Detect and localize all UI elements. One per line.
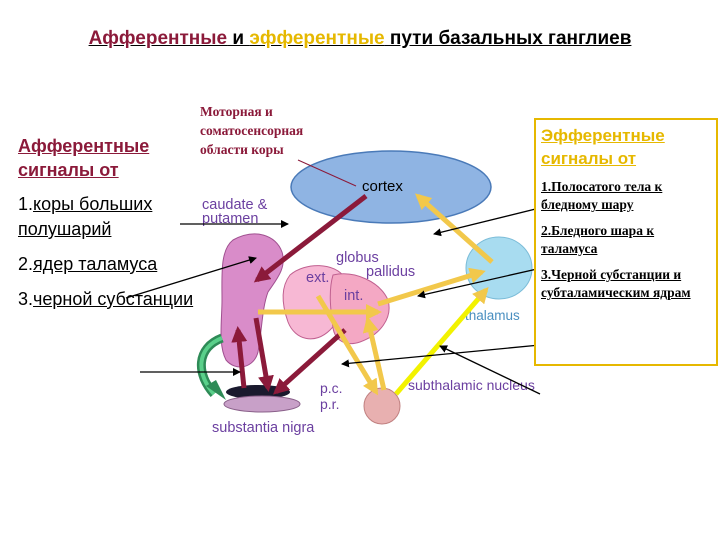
pointer-eff-3b [439, 345, 541, 395]
pr-label: p.r. [320, 396, 339, 412]
pointer-thalamus-text [125, 256, 257, 299]
afferent-item-1: 1.коры больших полушарий [18, 194, 153, 239]
efferent-panel: Эфферентные сигналы от 1.Полосатого тела… [534, 118, 718, 366]
motor-pointer-line [297, 159, 357, 187]
title-afferent: Афферентные [88, 28, 228, 49]
subthalamic-label: subthalamic nucleus [408, 377, 535, 393]
cortex-shape [290, 150, 492, 224]
arrow-gp-to-stn [315, 294, 379, 396]
thalamus-label: thalamus [465, 308, 520, 323]
arrow-stn-to-gp [362, 316, 387, 391]
ext-label: ext. [306, 270, 329, 286]
putamen-label: putamen [202, 211, 258, 227]
afferent-item-3: 3.черной субстанции [18, 289, 194, 309]
afferent-panel: Афферентные сигналы от 1.коры больших по… [18, 134, 218, 312]
efferent-item-3: 3.Черной субстанции и субталамическим яд… [541, 267, 691, 300]
efferent-item-1: 1.Полосатого тела к бледному шару [541, 179, 663, 212]
afferent-item-2: 2.ядер таламуса [18, 254, 158, 274]
efferent-item-2: 2.Бледного шара к таламуса [541, 223, 655, 256]
efferent-heading: Эфферентные сигналы от [541, 126, 665, 168]
arrow-stn-to-thalamus [394, 286, 489, 396]
title-efferent: эфферентные [249, 28, 385, 49]
arrow-striatum-to-sn [253, 317, 274, 392]
arrow-gp-to-thalamus [377, 267, 486, 307]
substantia-nigra-label: substantia nigra [212, 420, 315, 436]
pc-label: p.c. [320, 380, 343, 396]
globus-label: globus [336, 250, 379, 266]
arrow-cortex-to-striatum [253, 194, 368, 283]
arrow-gp-to-sn [273, 328, 347, 395]
cortex-label: cortex [362, 178, 403, 195]
pallidus-label: pallidus [366, 264, 415, 280]
afferent-heading: Афферентные сигналы от [18, 136, 150, 180]
arrow-sn-to-striatum [231, 326, 248, 389]
motor-cortex-label: Моторная и соматосенсорная области коры [200, 104, 304, 157]
green-arrow-head [206, 380, 226, 400]
pointer-eff-3a [341, 344, 541, 368]
title-and: и [227, 28, 250, 49]
caudate-label: caudate & [202, 197, 268, 213]
title-rest: пути базальных ганглиев [384, 28, 632, 49]
page-title: Афферентные и эфферентные пути базальных… [60, 26, 660, 52]
subthalamic-nucleus-shape [363, 387, 401, 425]
caudate-putamen-shape [220, 233, 284, 368]
substantia-nigra-pr-shape [223, 395, 301, 413]
int-label: int. [344, 288, 363, 304]
